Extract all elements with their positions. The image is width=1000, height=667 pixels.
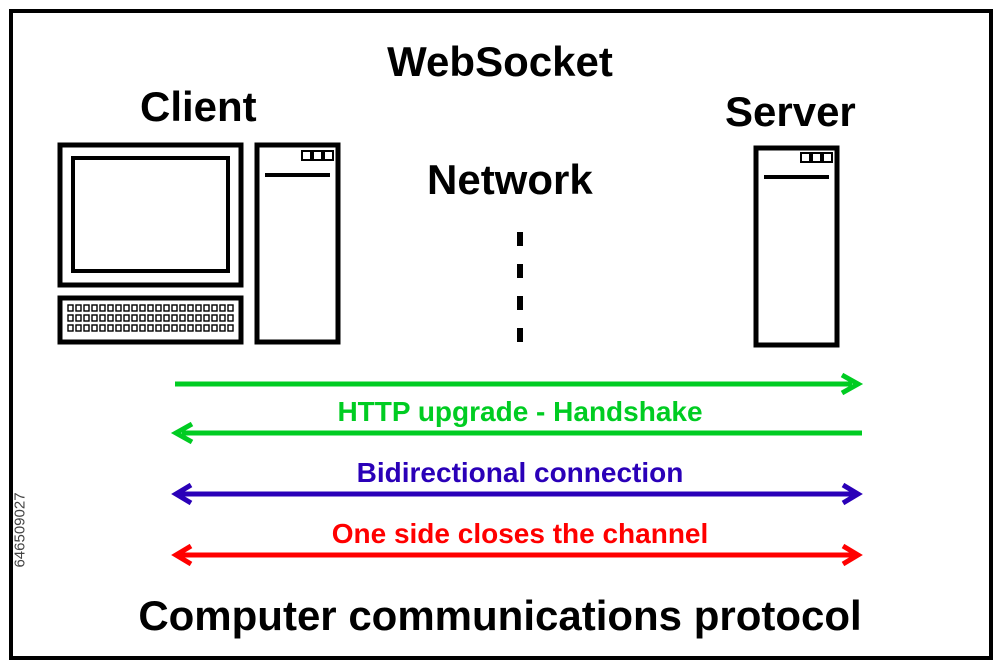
handshake-label: HTTP upgrade - Handshake [337,396,703,427]
network-label: Network [427,156,593,203]
keyboard-icon [57,295,244,345]
monitor-icon [57,142,244,288]
server-tower-icon [753,145,840,348]
bidirectional-arrow [171,482,863,506]
client-label: Client [140,83,257,130]
footer-caption: Computer communications protocol [138,592,862,639]
close-channel-arrow [171,543,863,567]
watermark-text: 646509027 [11,492,29,568]
diagram-title: WebSocket [387,38,613,85]
close-channel-label: One side closes the channel [331,518,709,549]
client-tower-icon [254,142,341,345]
server-label: Server [725,88,856,135]
watermark-id: 646509027 [10,425,30,635]
bidirectional-label: Bidirectional connection [356,457,684,488]
handshake-response-arrow [170,421,862,445]
handshake-request-arrow [175,372,864,396]
